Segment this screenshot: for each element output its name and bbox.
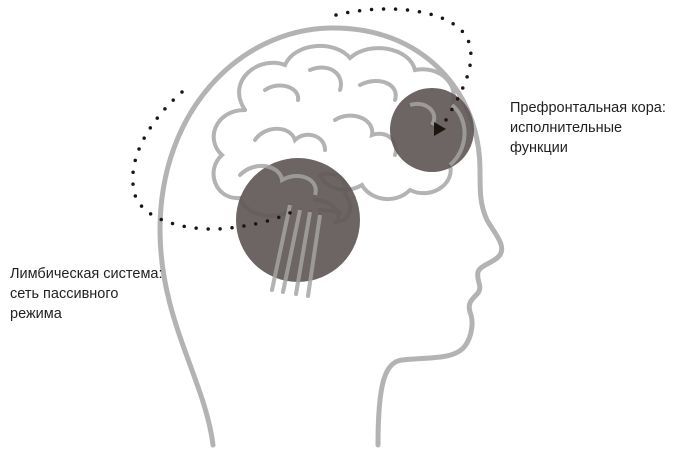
prefrontal-cortex-label: Префронтальная кора: исполнительные функ… — [510, 100, 666, 156]
dotted-connection — [131, 7, 473, 231]
prefrontal-cortex-region — [390, 88, 474, 172]
arrow-head-icon — [434, 122, 446, 136]
head-outline — [157, 25, 505, 448]
limbic-system-label: Лимбическая система: сеть пассивного реж… — [10, 266, 163, 322]
